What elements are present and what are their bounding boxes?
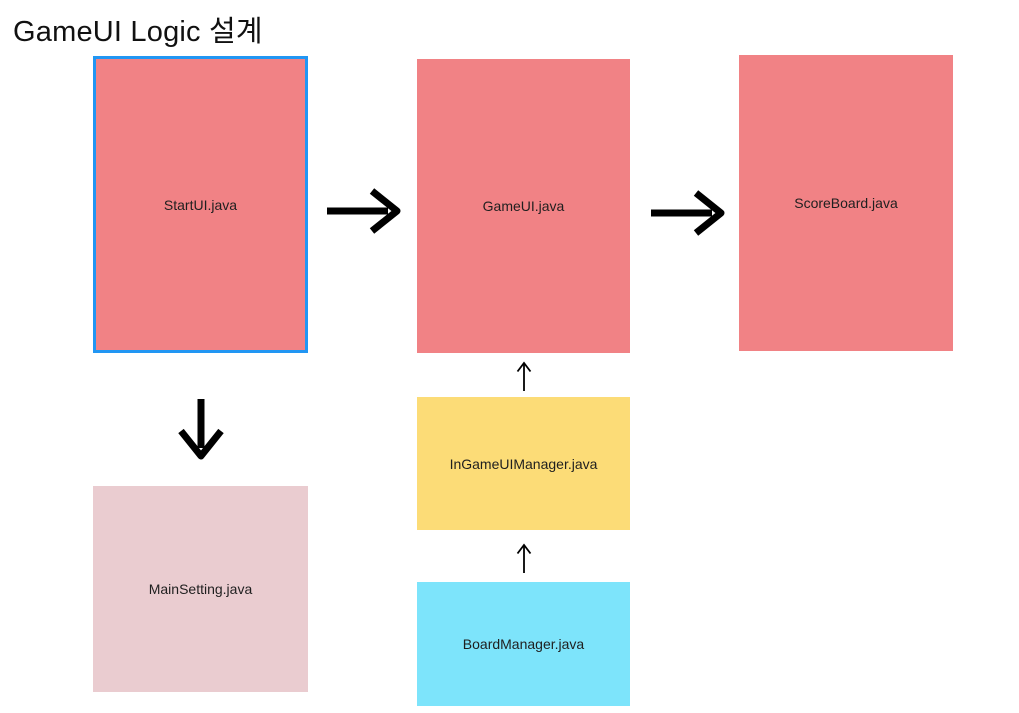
node-label-mainsetting: MainSetting.java	[148, 581, 253, 597]
node-startui-java[interactable]: StartUI.java	[93, 56, 308, 353]
node-label-gameui: GameUI.java	[482, 198, 565, 214]
node-mainsetting-java[interactable]: MainSetting.java	[93, 486, 308, 692]
node-gameui-java[interactable]: GameUI.java	[417, 59, 630, 353]
node-label-scoreboard: ScoreBoard.java	[794, 195, 898, 211]
arrow-gameui-to-scoreboard-icon[interactable]	[651, 190, 725, 236]
arrow-startui-to-gameui-icon[interactable]	[327, 188, 401, 234]
node-label-startui: StartUI.java	[163, 196, 238, 213]
node-label-boardmanager: BoardManager.java	[462, 636, 585, 652]
arrow-ingameuimanager-to-gameui-icon[interactable]	[516, 361, 532, 391]
node-scoreboard-java[interactable]: ScoreBoard.java	[739, 55, 953, 351]
arrow-boardmanager-to-ingameuimanager-icon[interactable]	[516, 543, 532, 573]
node-ingameuimanager-java[interactable]: InGameUIManager.java	[417, 397, 630, 530]
node-label-ingameuimanager: InGameUIManager.java	[449, 455, 598, 472]
arrow-startui-to-mainsetting-icon[interactable]	[178, 399, 224, 460]
node-boardmanager-java[interactable]: BoardManager.java	[417, 582, 630, 706]
diagram-title[interactable]: GameUI Logic 설계	[13, 16, 263, 48]
